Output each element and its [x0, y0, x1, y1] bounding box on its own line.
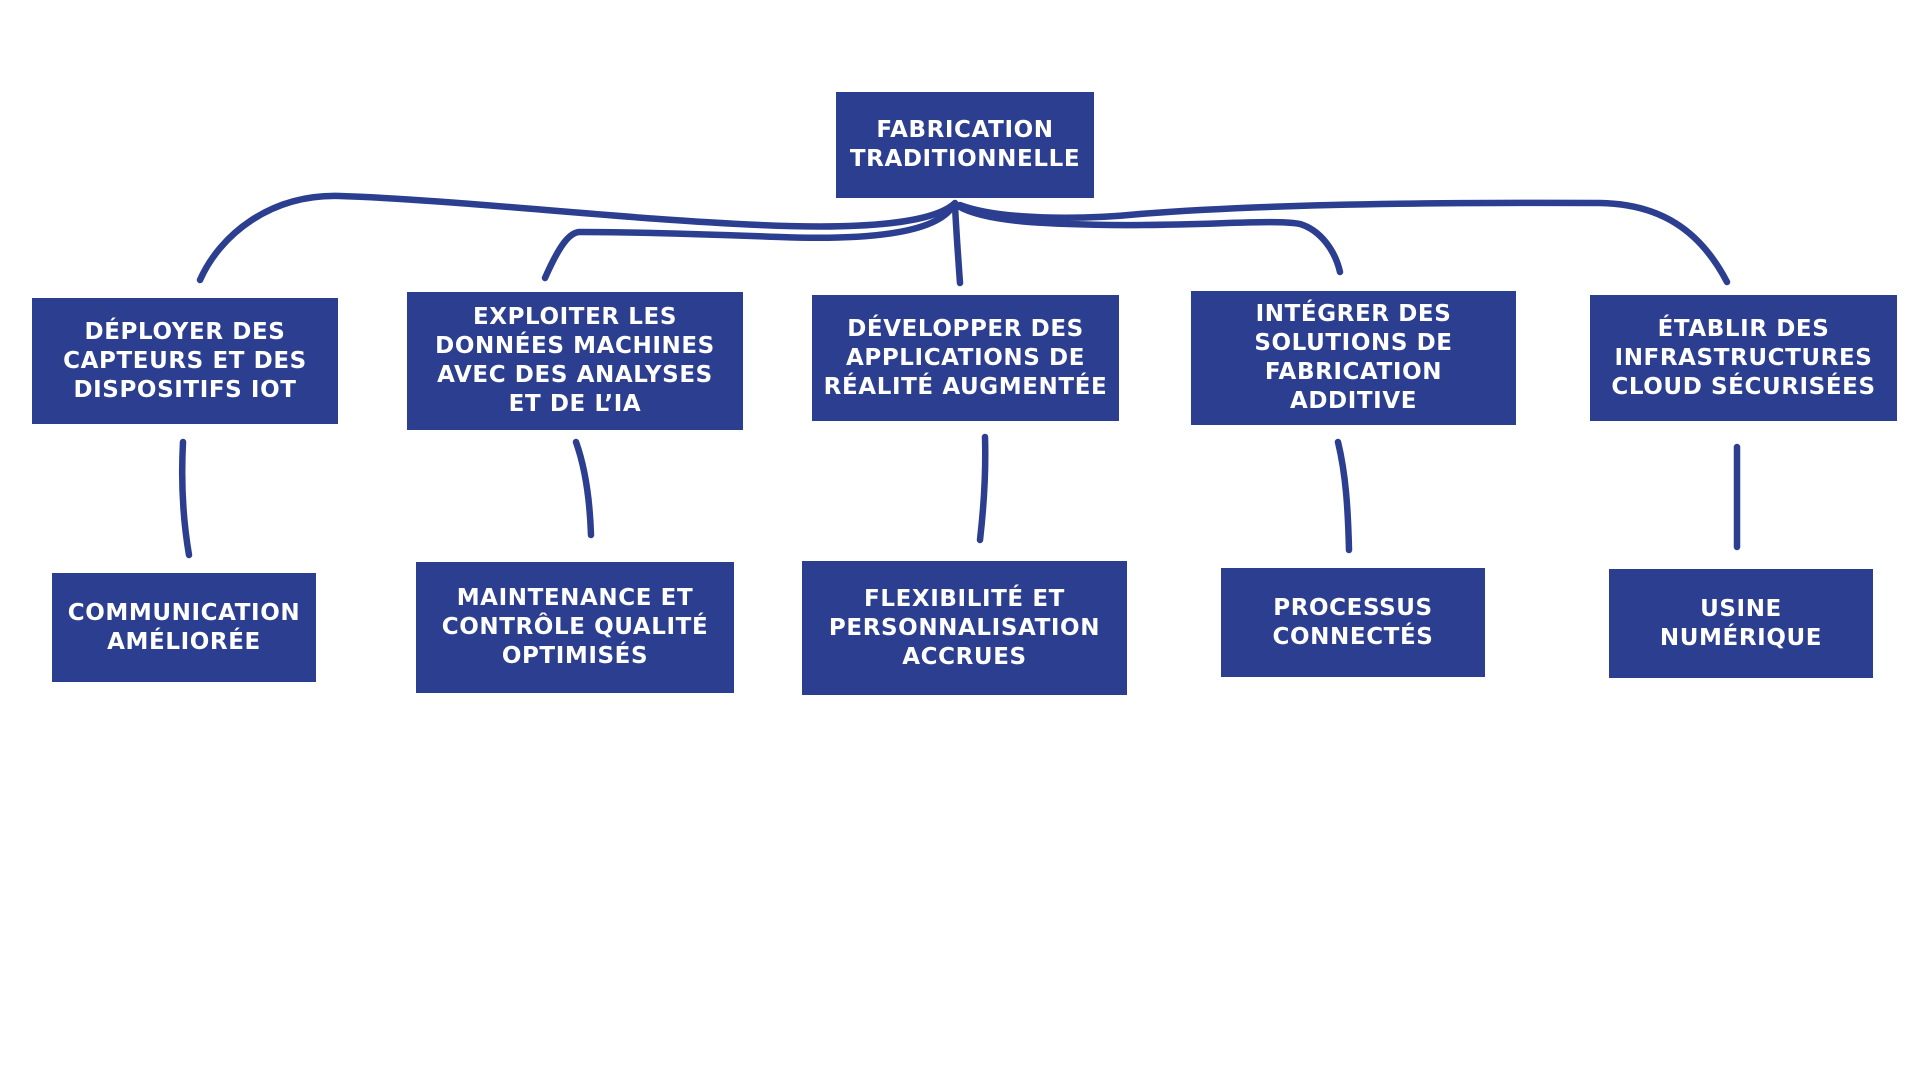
strategy-node-cloud-infrastructure: ÉTABLIR DES INFRASTRUCTURES CLOUD SÉCURI…: [1590, 295, 1897, 421]
connector-strategy-1-to-outcome-1: [179, 438, 193, 559]
strategy-node-label: INTÉGRER DES SOLUTIONS DE FABRICATION AD…: [1254, 301, 1453, 414]
connector-root-to-strategy-1: [196, 192, 959, 284]
outcome-node-connected-processes: PROCESSUS CONNECTÉS: [1221, 568, 1485, 677]
strategy-node-data-analytics-ai: EXPLOITER LES DONNÉES MACHINES AVEC DES …: [407, 292, 743, 430]
outcome-node-label: PROCESSUS CONNECTÉS: [1272, 594, 1434, 650]
outcome-node-digital-factory: USINE NUMÉRIQUE: [1609, 569, 1873, 678]
strategy-node-label: DÉPLOYER DES CAPTEURS ET DES DISPOSITIFS…: [63, 318, 307, 403]
strategy-node-additive-manufacturing: INTÉGRER DES SOLUTIONS DE FABRICATION AD…: [1191, 291, 1516, 425]
connector-strategy-2-to-outcome-2: [572, 438, 595, 539]
connector-strategy-4-to-outcome-4: [1334, 438, 1353, 554]
outcome-node-label: COMMUNICATION AMÉLIORÉE: [67, 599, 301, 655]
outcome-node-flexibility-customization: FLEXIBILITÉ ET PERSONNALISATION ACCRUES: [802, 561, 1127, 695]
outcome-node-label: FLEXIBILITÉ ET PERSONNALISATION ACCRUES: [828, 585, 1101, 670]
connector-strategy-3-to-outcome-3: [976, 433, 989, 544]
connector-root-to-strategy-3: [951, 201, 964, 287]
connector-root-to-strategy-2: [541, 202, 957, 282]
outcome-node-label: MAINTENANCE ET CONTRÔLE QUALITÉ OPTIMISÉ…: [441, 585, 709, 669]
outcome-node-improved-communication: COMMUNICATION AMÉLIORÉE: [52, 573, 316, 682]
strategy-node-label: DÉVELOPPER DES APPLICATIONS DE RÉALITÉ A…: [823, 315, 1108, 400]
outcome-node-optimized-maintenance: MAINTENANCE ET CONTRÔLE QUALITÉ OPTIMISÉ…: [416, 562, 734, 693]
connector-root-to-strategy-5: [956, 199, 1731, 286]
root-node-traditional-manufacturing: FABRICATION TRADITIONNELLE: [836, 92, 1094, 198]
outcome-node-label: USINE NUMÉRIQUE: [1659, 595, 1823, 651]
connector-root-to-strategy-4: [954, 202, 1344, 276]
strategy-node-label: EXPLOITER LES DONNÉES MACHINES AVEC DES …: [435, 304, 715, 417]
strategy-node-augmented-reality: DÉVELOPPER DES APPLICATIONS DE RÉALITÉ A…: [812, 295, 1119, 421]
strategy-node-iot-sensors: DÉPLOYER DES CAPTEURS ET DES DISPOSITIFS…: [32, 298, 338, 424]
strategy-node-label: ÉTABLIR DES INFRASTRUCTURES CLOUD SÉCURI…: [1611, 315, 1876, 400]
root-node-label: FABRICATION TRADITIONNELLE: [849, 117, 1081, 172]
